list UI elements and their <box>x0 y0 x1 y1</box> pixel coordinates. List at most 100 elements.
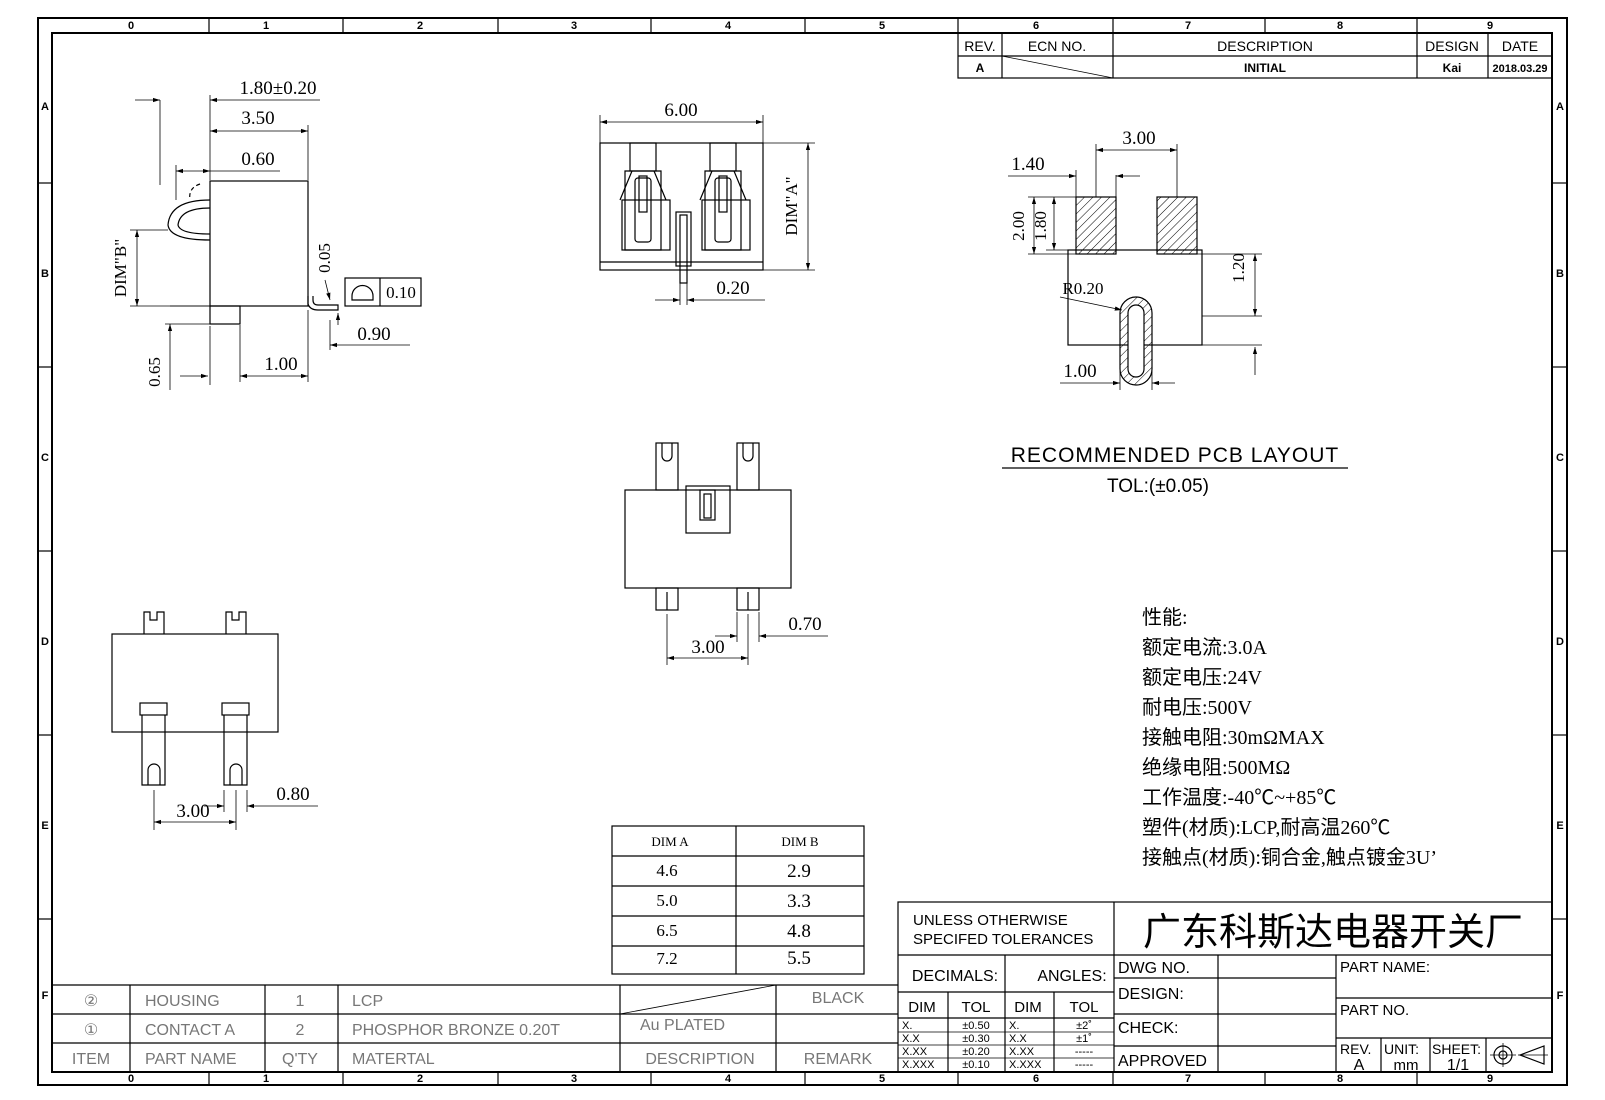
col-label: 6 <box>1033 20 1039 32</box>
dec-tol: ±0.50 <box>962 1020 989 1032</box>
col-label: 2 <box>417 20 423 32</box>
sheet-label: SHEET: <box>1432 1041 1481 1057</box>
dim-3-50: 3.50 <box>241 108 274 129</box>
ecn-header: ECN NO. <box>1028 38 1086 54</box>
dim-table-header: DIM B <box>781 834 819 849</box>
col-label: 0 <box>128 1073 134 1085</box>
bom-header-material: MATERTAL <box>352 1051 435 1068</box>
title-block: UNLESS OTHERWISE SPECIFED TOLERANCES 广东科… <box>897 901 1553 1074</box>
ang-dim: X. <box>1009 1020 1019 1032</box>
sheet-value: 1/1 <box>1447 1057 1469 1074</box>
col-label: 6 <box>1033 1073 1039 1085</box>
pcb-layout-title: RECOMMENDED PCB LAYOUT <box>1011 444 1339 467</box>
pcb-layout-tolerance: TOL:(±0.05) <box>1107 476 1209 497</box>
dim-0-60: 0.60 <box>241 149 274 170</box>
designer-value: Kai <box>1443 61 1462 75</box>
bom-material: PHOSPHOR BRONZE 0.20T <box>352 1022 560 1039</box>
dim-a-label: DIM"A" <box>782 176 801 235</box>
row-label: A <box>41 101 49 113</box>
pcb-dim-1-20: 1.20 <box>1229 253 1248 283</box>
spec-line: 工作温度:-40℃~+85℃ <box>1142 786 1336 809</box>
dim-table-cell: 6.5 <box>656 921 677 940</box>
row-label: D <box>41 636 49 648</box>
date-value: 2018.03.29 <box>1492 63 1547 75</box>
dim-table-cell: 3.3 <box>787 891 811 912</box>
col-label: 5 <box>879 20 885 32</box>
ang-tol: ±1˚ <box>1076 1033 1092 1045</box>
bottom-dim-0-80: 0.80 <box>276 784 309 805</box>
column-labels: 0 1 2 3 4 5 6 7 8 9 0 1 2 3 4 5 6 7 8 9 <box>128 20 1493 1085</box>
row-label: B <box>1556 268 1564 280</box>
top-view: 6.00 DIM"A" 0.20 <box>599 100 815 305</box>
rev-value: A <box>1354 1057 1365 1074</box>
unit-label: UNIT: <box>1384 1041 1419 1057</box>
ang-tol: ----- <box>1075 1046 1094 1058</box>
pcb-dim-1-00: 1.00 <box>1063 361 1096 382</box>
rev-header: REV. <box>964 38 995 54</box>
front-dim-0-70: 0.70 <box>788 614 821 635</box>
bom-qty: 1 <box>296 993 305 1010</box>
part-no-label: PART NO. <box>1340 1002 1409 1019</box>
bom-item: ① <box>84 1022 98 1039</box>
spec-line: 绝缘电阻:500MΩ <box>1142 756 1290 779</box>
front-view: 3.00 0.70 <box>624 442 828 665</box>
dim-6-00: 6.00 <box>664 100 697 121</box>
dwg-no-label: DWG NO. <box>1118 960 1190 977</box>
bom-header-qty: Q'TY <box>282 1051 318 1068</box>
bottom-dim-3-00: 3.00 <box>176 801 209 822</box>
col-label: 8 <box>1337 20 1343 32</box>
tol-note-1: UNLESS OTHERWISE <box>913 912 1068 929</box>
dim-1-80: 1.80±0.20 <box>240 78 317 99</box>
date-header: DATE <box>1502 38 1538 54</box>
bom-description: Au PLATED <box>640 1017 725 1034</box>
ang-dim: X.XX <box>1009 1046 1035 1058</box>
row-label: D <box>1556 636 1564 648</box>
dim-col-label: DIM <box>908 999 936 1016</box>
design-header: DESIGN <box>1425 38 1479 54</box>
ang-dim: X.XXX <box>1009 1059 1042 1071</box>
ang-tol: ----- <box>1075 1059 1094 1071</box>
border-frame <box>37 17 1568 1086</box>
row-label: A <box>1556 101 1564 113</box>
approved-label: APPROVED <box>1118 1053 1207 1070</box>
rev-value: A <box>976 61 985 75</box>
bill-of-materials: ② HOUSING 1 LCP BLACK ① CONTACT A 2 PHOS… <box>52 984 898 1072</box>
dec-dim: X. <box>902 1020 912 1032</box>
row-label: E <box>41 820 48 832</box>
col-label: 1 <box>263 20 269 32</box>
col-label: 3 <box>571 1073 577 1085</box>
col-label: 0 <box>128 20 134 32</box>
bom-header-remark: REMARK <box>804 1051 873 1068</box>
row-label: F <box>1557 990 1564 1002</box>
flatness-tol: 0.10 <box>386 283 416 302</box>
dim-table-cell: 2.9 <box>787 861 811 882</box>
pcb-dim-1-80: 1.80 <box>1031 211 1050 241</box>
rev-label: REV. <box>1340 1041 1371 1057</box>
row-label: E <box>1556 820 1563 832</box>
projection-symbol-icon <box>1490 1043 1548 1067</box>
dim-0-20: 0.20 <box>716 278 749 299</box>
col-label: 8 <box>1337 1073 1343 1085</box>
dim-0-90: 0.90 <box>357 324 390 345</box>
spec-line: 额定电流:3.0A <box>1142 636 1268 659</box>
dim-b-label: DIM"B" <box>111 239 130 297</box>
ang-dim: X.X <box>1009 1033 1027 1045</box>
ang-tol: ±2˚ <box>1076 1020 1092 1032</box>
dim-table: DIM A DIM B 4.6 2.9 5.0 3.3 6.5 4.8 7.2 … <box>611 825 865 975</box>
tol-col-label: TOL <box>962 999 991 1016</box>
dim-table-cell: 7.2 <box>656 949 677 968</box>
description-value: INITIAL <box>1244 61 1286 75</box>
dim-table-cell: 4.6 <box>656 861 677 880</box>
bom-material: LCP <box>352 993 383 1010</box>
row-label: C <box>1556 452 1564 464</box>
dim-0-05: 0.05 <box>315 243 334 273</box>
spec-line: 塑件(材质):LCP,耐高温260℃ <box>1142 816 1390 839</box>
decimals-label: DECIMALS: <box>912 968 998 985</box>
col-label: 5 <box>879 1073 885 1085</box>
dec-tol: ±0.20 <box>962 1046 989 1058</box>
col-label: 9 <box>1487 1073 1493 1085</box>
dec-dim: X.X <box>902 1033 920 1045</box>
row-label: F <box>42 990 49 1002</box>
angles-label: ANGLES: <box>1037 968 1106 985</box>
pcb-layout: 3.00 1.40 2.00 1.80 1.20 R0.20 1.00 RECO… <box>1002 128 1348 497</box>
